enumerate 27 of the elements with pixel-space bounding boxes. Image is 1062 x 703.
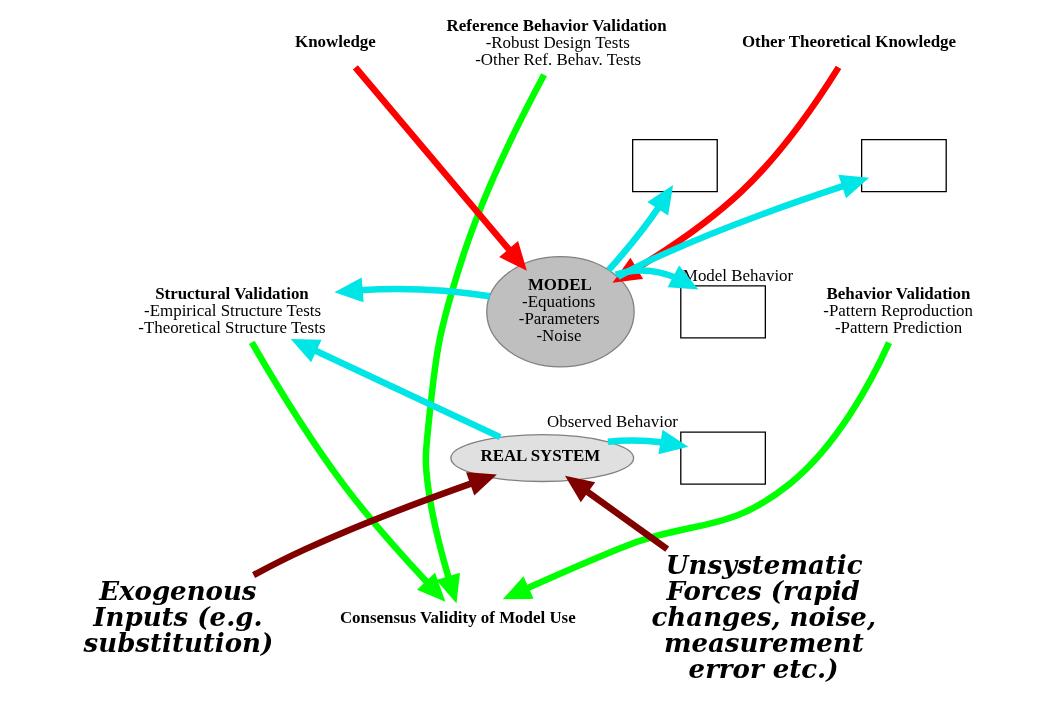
arrow [564,475,669,552]
arrow [333,277,490,303]
node-ellipse: MODEL -Equations -Parameters -Noise [485,256,635,368]
node-text: Unsystematic Forces (rapid changes, noise, measurement error etc.) [651,549,876,684]
node-box [679,431,766,485]
arrow [614,265,698,290]
node-text: Consensus Validity of Model Use [339,607,576,627]
arrow [605,185,673,273]
node-text: Knowledge [294,32,376,52]
node-box [631,138,718,193]
node-box [860,138,947,193]
arrow [615,174,869,280]
node-label: Observed Behavior [546,412,678,432]
arrow [290,339,501,441]
node-text: Reference Behavior Validation -Robust Design Tests -Other Ref. Behav. Tests [446,15,667,69]
arrow [502,341,892,600]
arrow [251,472,497,578]
arrow [352,65,527,271]
node-text: Other Theoretical Knowledge [741,32,956,52]
node-box [679,285,766,339]
arrow [607,429,688,455]
arrow [422,73,547,604]
node-text: Structural Validation -Empirical Structure Tests -Theoretical Structure Tests [137,283,325,337]
node-text: Behavior Validation -Pattern Reproduction -Pattern Prediction [822,283,973,337]
arrow [248,340,445,602]
node-text: Exogenous Inputs (e.g. substitution) [83,575,273,658]
node-ellipse: REAL SYSTEM [449,434,634,483]
